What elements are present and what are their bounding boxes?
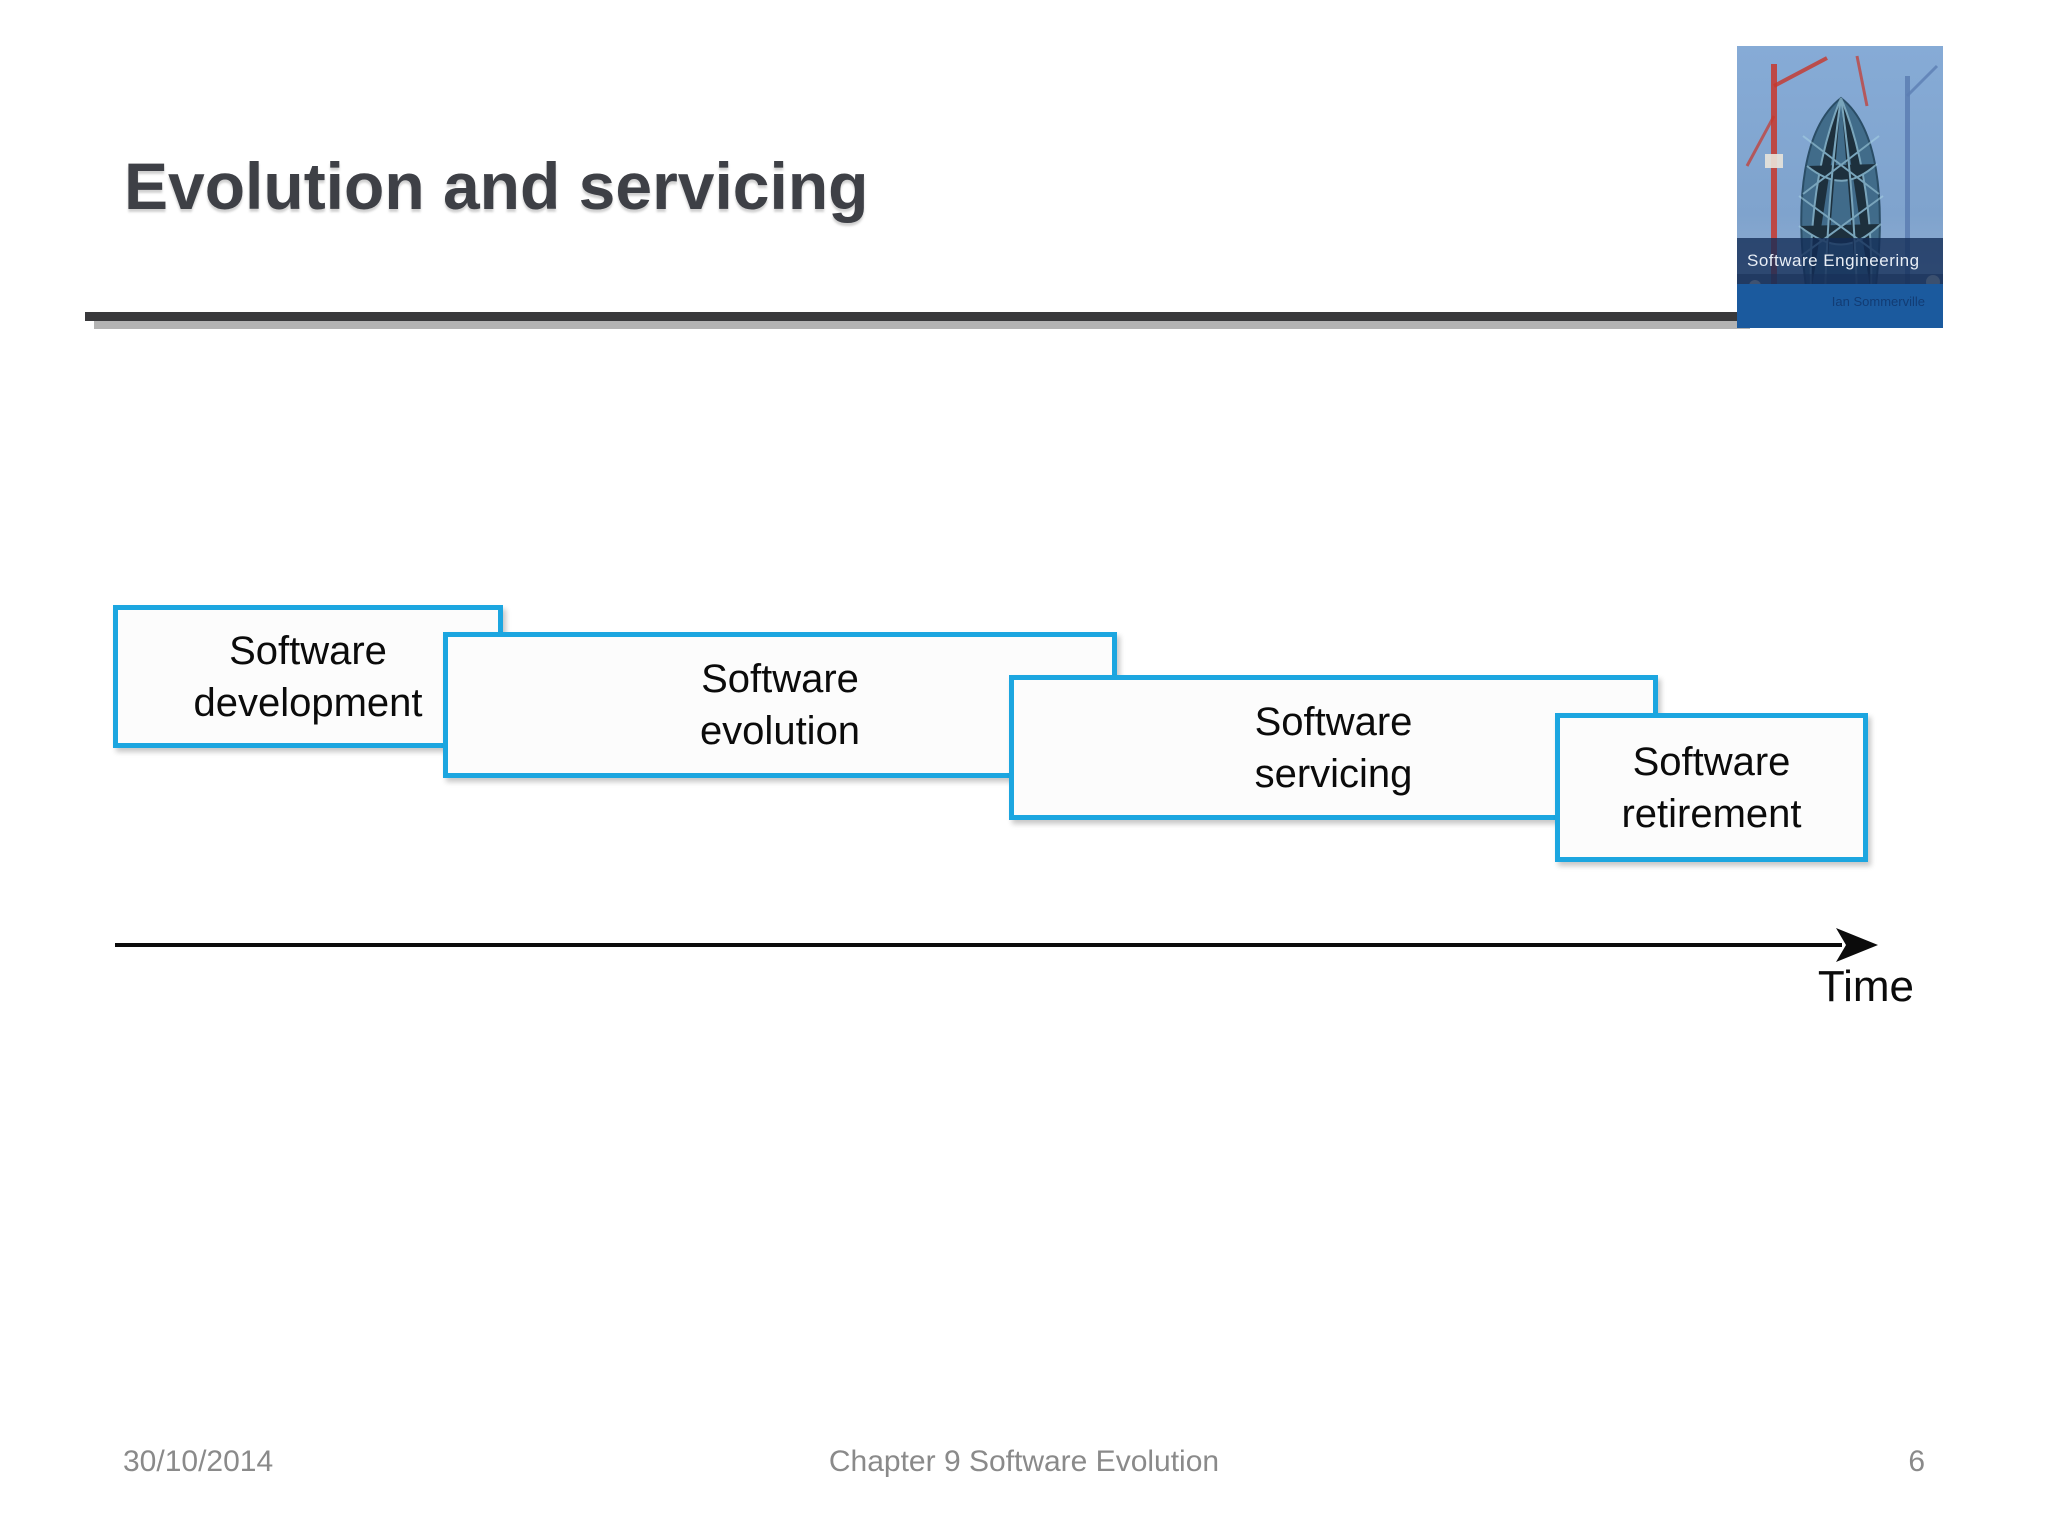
book-cover-image: Software Engineering Ian Sommerville	[1737, 46, 1943, 328]
book-author-band: Ian Sommerville	[1737, 284, 1943, 328]
phase-label-line: evolution	[699, 709, 861, 753]
phase-box-software-development: Software development	[113, 605, 503, 748]
phase-label-line: development	[193, 680, 423, 725]
book-title-band: Software Engineering	[1737, 238, 1943, 284]
phase-label-line: servicing	[1254, 751, 1413, 796]
title-rule-shadow	[94, 321, 1750, 329]
book-author: Ian Sommerville	[1831, 293, 1925, 309]
phase-label-line: Software	[229, 628, 387, 673]
footer-page-number: 6	[1908, 1445, 1925, 1478]
time-axis-label: Time	[1817, 962, 1914, 1011]
phase-box-software-servicing: Software servicing	[1009, 675, 1658, 820]
footer-date: 30/10/2014	[123, 1445, 274, 1478]
phase-label-line: Software	[1632, 739, 1791, 784]
page-title: Evolution and servicing	[124, 149, 869, 223]
phase-box-software-retirement: Software retirement	[1555, 713, 1868, 862]
phase-label-line: retirement	[1621, 791, 1802, 836]
footer-chapter-title: Chapter 9 Software Evolution	[828, 1445, 1220, 1478]
phase-label-line: Software	[701, 657, 859, 701]
title-rule	[85, 312, 1943, 321]
phase-box-software-evolution: Software evolution	[443, 632, 1117, 778]
phase-label-line: Software	[1254, 699, 1413, 744]
book-title: Software Engineering	[1747, 251, 1920, 270]
